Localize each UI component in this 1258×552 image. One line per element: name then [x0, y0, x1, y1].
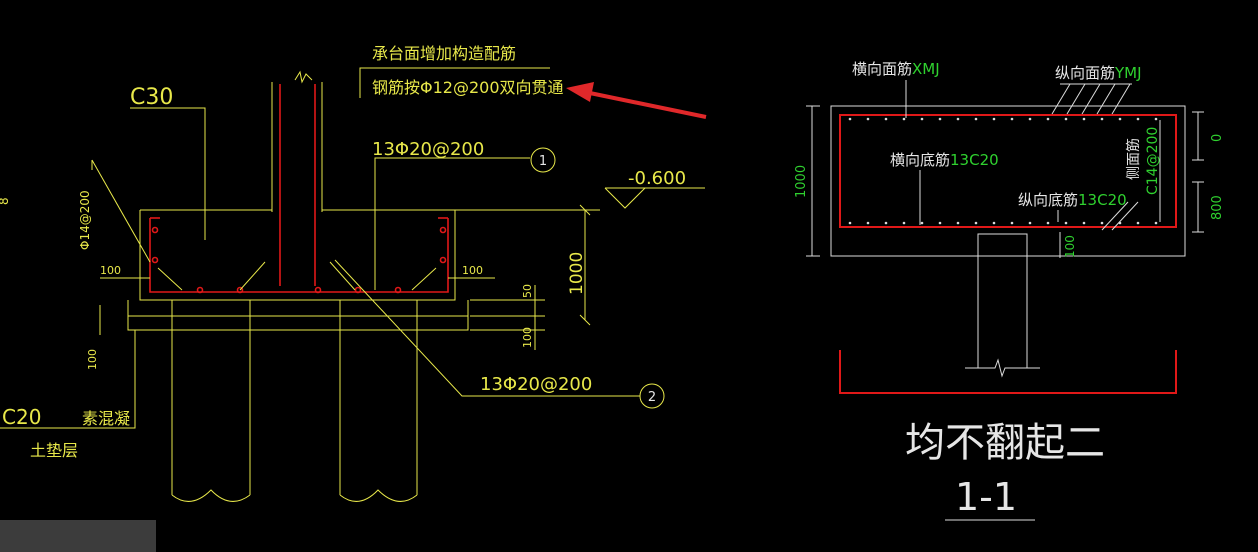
- dim-tick: [579, 314, 591, 326]
- rebar-dot: [151, 226, 159, 234]
- leader-pad: [0, 330, 136, 429]
- bottom-rebar-dots: [848, 221, 1158, 225]
- dim-800: 800: [1210, 195, 1225, 220]
- leader-note: [359, 67, 550, 98]
- dim-100-left: 100: [100, 264, 121, 277]
- top-longitudinal-label: 纵向面筋: [1055, 64, 1115, 82]
- bottom-transverse-label: 横向底筋: [890, 151, 950, 169]
- cap-outline: [139, 210, 456, 301]
- pad-material: 素混凝: [82, 409, 130, 428]
- elevation-triangle: [604, 187, 646, 209]
- dowel-flare: [411, 267, 437, 291]
- pile-left-break: [171, 489, 251, 502]
- rebar-top-label: 13Φ20@200: [372, 139, 484, 160]
- pad-grade: C20: [2, 405, 41, 429]
- rebar-dot: [314, 286, 322, 294]
- rebar-dot: [151, 256, 159, 264]
- bottom-longitudinal-code: 13C20: [1078, 191, 1127, 209]
- column-break-right: [965, 358, 1040, 378]
- pile-right-break: [339, 489, 418, 502]
- dim-100-vertical: 100: [86, 349, 99, 370]
- leader-c30: [130, 107, 206, 240]
- section-title: 1-1: [955, 475, 1017, 519]
- top-transverse-annotation: 横向面筋XMJ: [852, 60, 940, 78]
- leader-side-bar: [91, 159, 151, 263]
- dim-1000: 1000: [567, 252, 587, 295]
- leader-bottom-hatch: [1101, 201, 1129, 231]
- rebar-bottom-label: 13Φ20@200: [480, 374, 592, 395]
- dim-0: 0: [1210, 134, 1225, 142]
- dowel-flare: [239, 261, 266, 291]
- leader-rebar-top: [374, 157, 530, 290]
- leader-ymj-hatch: [1111, 83, 1131, 115]
- pad-layer: 土垫层: [30, 441, 78, 460]
- section-marker-2[interactable]: [639, 383, 665, 409]
- leader-ymj-hatch: [1051, 83, 1071, 115]
- top-longitudinal-code: YMJ: [1114, 64, 1142, 82]
- dim-100-right-section: 100: [1063, 235, 1077, 258]
- top-transverse-label: 横向面筋: [852, 60, 912, 78]
- leader-ymj-hatch: [1081, 83, 1101, 115]
- dim-tick: [579, 204, 591, 216]
- rebar-dot: [439, 256, 447, 264]
- concrete-grade-label: C30: [130, 85, 173, 110]
- rebar-dot: [354, 286, 362, 294]
- base-outline-red: [839, 350, 1177, 394]
- dowel-flare: [329, 261, 356, 291]
- side-rebar-code: C14@200: [1145, 127, 1161, 195]
- elevation-label: -0.600: [628, 168, 686, 189]
- cap-main-rebar: [149, 218, 449, 293]
- side-rebar-label: 侧面筋: [1125, 138, 1142, 180]
- marker-1-label: 1: [539, 154, 547, 169]
- rebar-dot: [196, 286, 204, 294]
- scrollbar-handle[interactable]: [0, 520, 156, 552]
- bottom-longitudinal-annotation: 纵向底筋13C20: [1018, 191, 1127, 209]
- rebar-dot: [439, 226, 447, 234]
- marker-2-label: 2: [648, 390, 656, 405]
- cap-rebar-cage: [839, 114, 1177, 228]
- top-longitudinal-annotation: 纵向面筋YMJ: [1055, 64, 1142, 82]
- note-no-bend: 均不翻起二: [905, 420, 1105, 466]
- rebar-dot: [236, 286, 244, 294]
- leader-ymj-hatch: [1096, 83, 1116, 115]
- top-transverse-code: XMJ: [912, 60, 940, 78]
- note-body: 钢筋按Φ12@200双向贯通: [372, 78, 564, 97]
- pile-cap-section-left: [0, 67, 705, 502]
- dowel-flare: [157, 267, 183, 291]
- bottom-transverse-code: 13C20: [950, 151, 999, 169]
- dim-height: 1000: [794, 165, 809, 198]
- bottom-transverse-annotation: 横向底筋13C20: [890, 151, 999, 169]
- column-top: [977, 233, 1028, 257]
- column-break-mark: [294, 70, 313, 84]
- cushion-outline: [127, 300, 469, 331]
- rebar-dot: [394, 286, 402, 294]
- dim-50: 50: [521, 284, 534, 298]
- bottom-longitudinal-label: 纵向底筋: [1018, 191, 1078, 209]
- pile-cap-section-right: [806, 80, 1204, 521]
- dim-100-bottom: 100: [521, 327, 534, 348]
- section-marker-1[interactable]: [530, 147, 556, 173]
- edge-fragment: 8: [0, 197, 11, 205]
- annotation-arrow: [566, 82, 707, 119]
- side-bar-label: Φ14@200: [78, 190, 92, 250]
- leader-ymj-hatch: [1066, 83, 1086, 115]
- leader-rebar-bottom: [334, 259, 640, 397]
- leader-bottom-hatch: [1111, 201, 1139, 231]
- dim-100-right: 100: [462, 264, 483, 277]
- note-title: 承台面增加构造配筋: [372, 44, 516, 63]
- top-rebar-dots: [848, 117, 1158, 121]
